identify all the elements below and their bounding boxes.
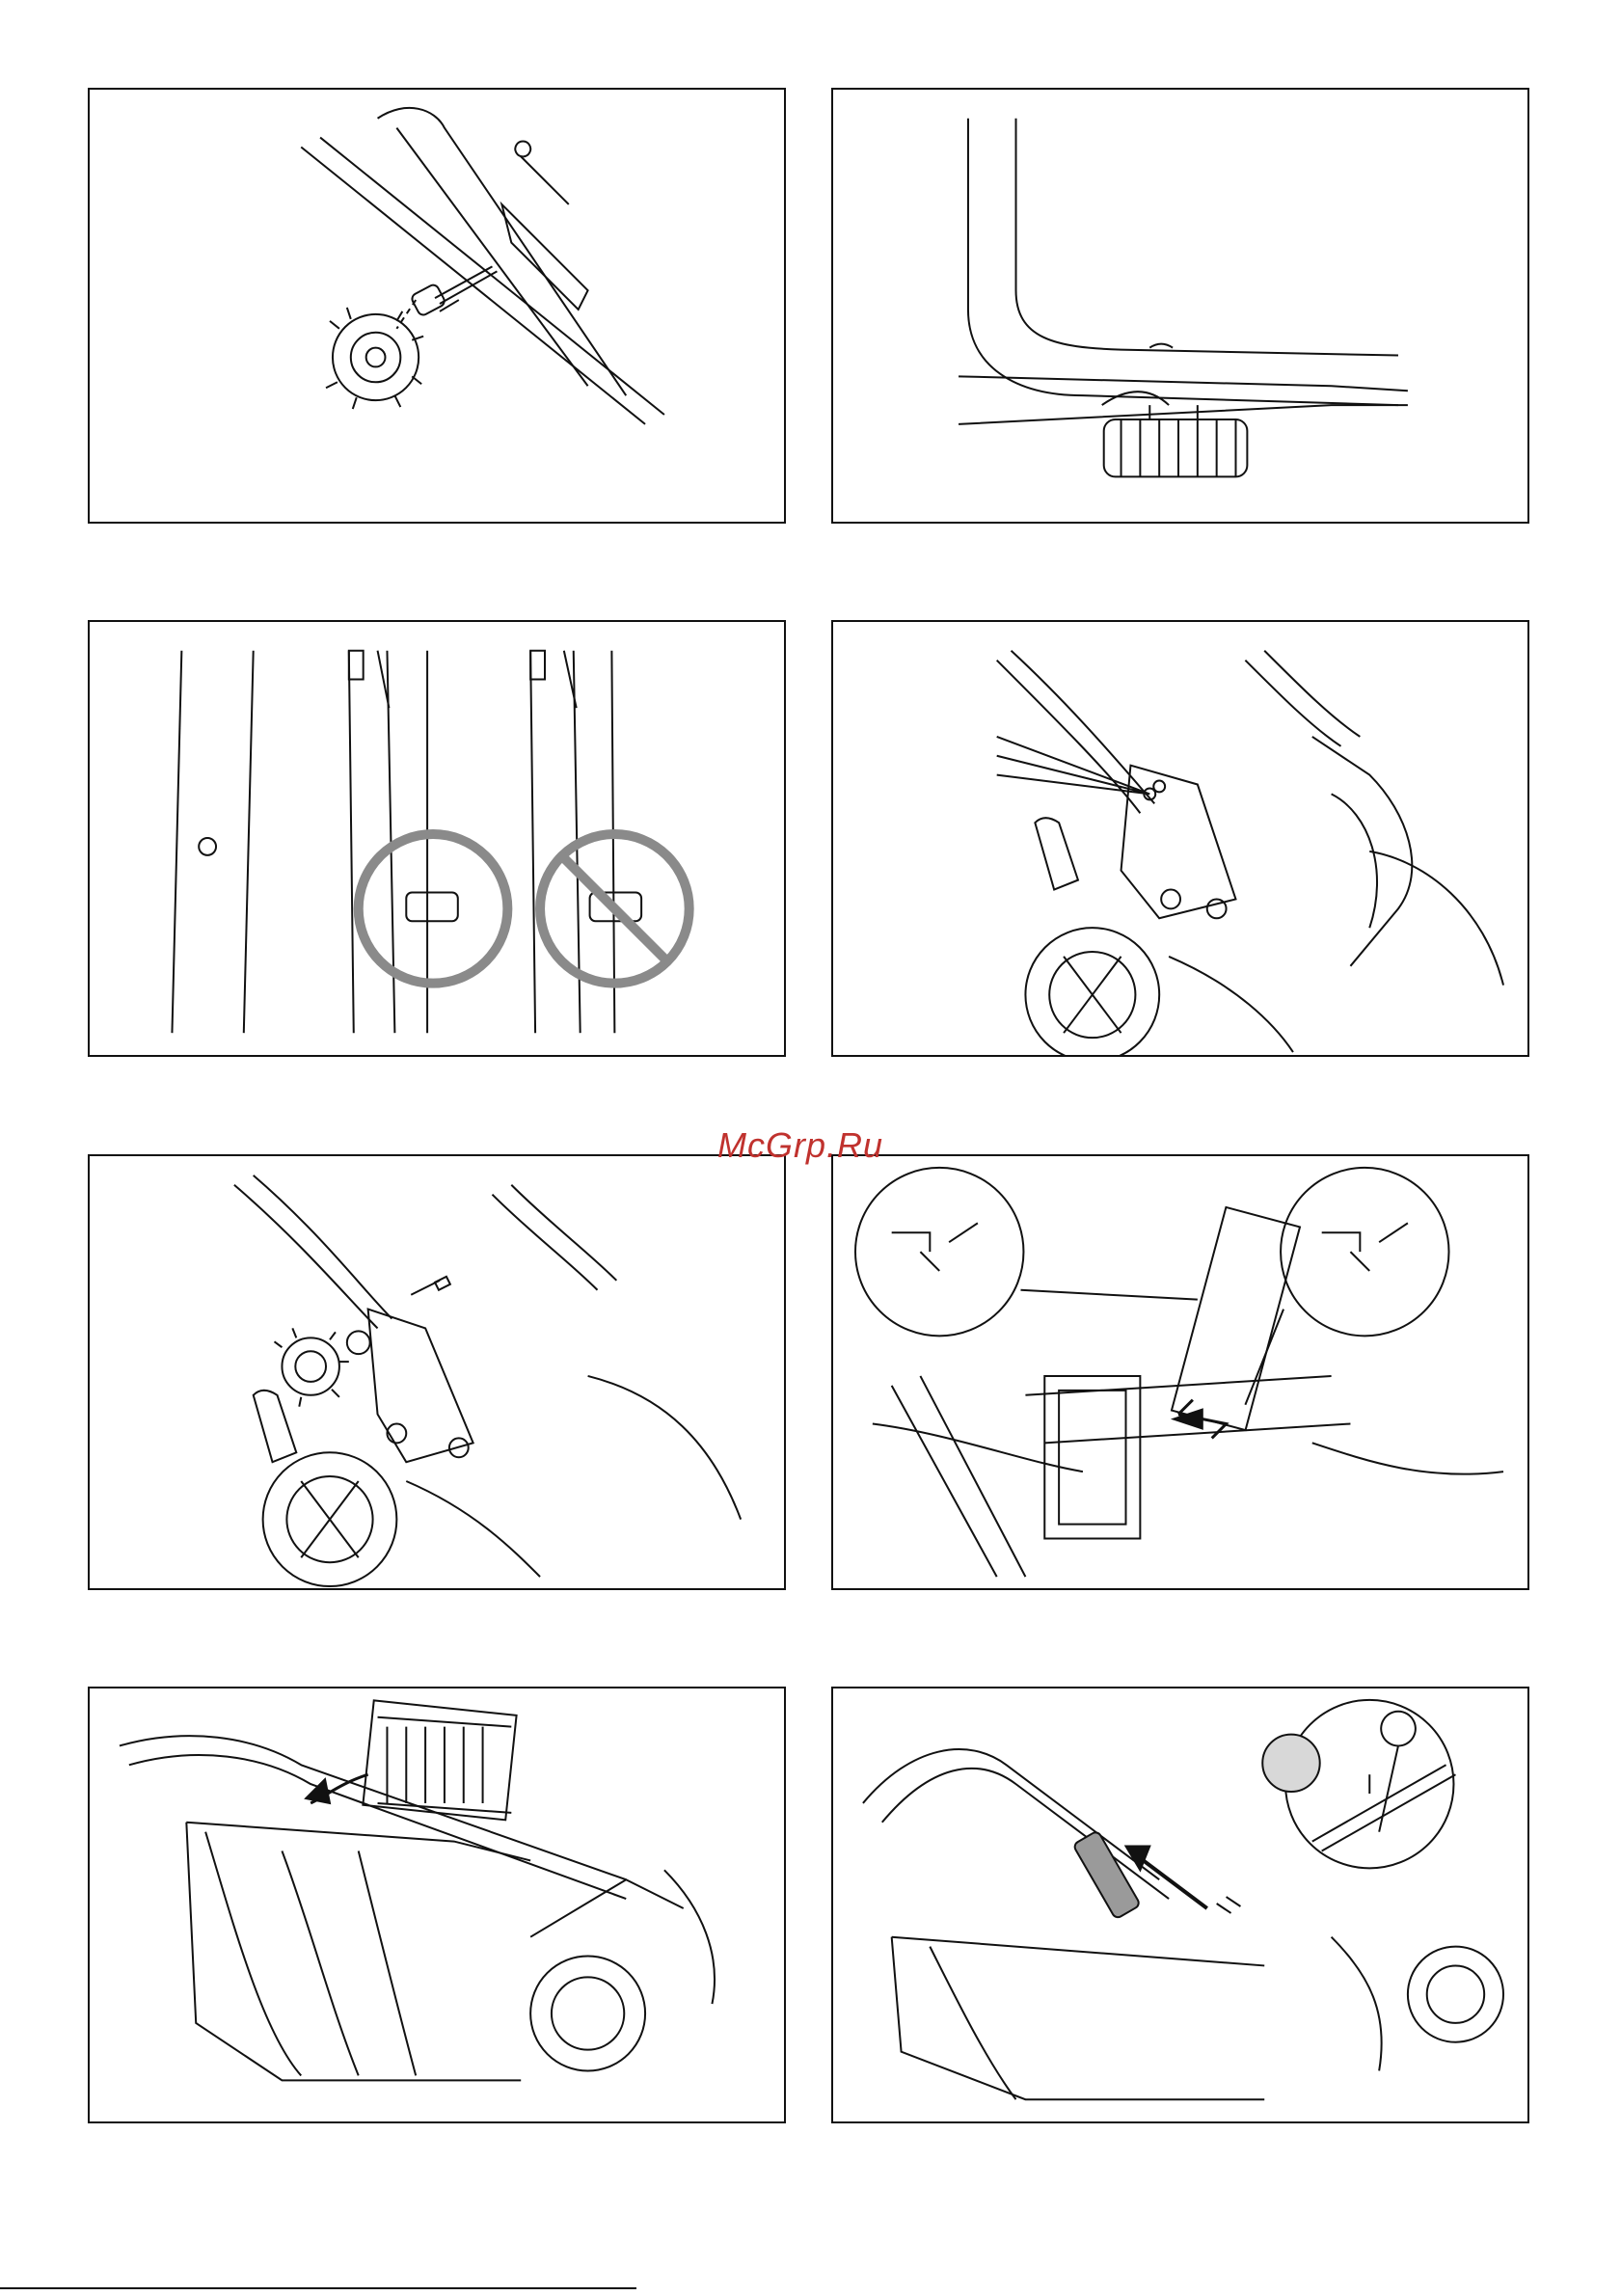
figure-4-panel	[831, 620, 1529, 1057]
handle-bolt-knob-assembly-icon	[90, 90, 784, 522]
handle-bracket-bolt-knob-icon	[90, 1156, 784, 1588]
figure-5-panel	[88, 1154, 786, 1590]
cable-clip-correct-incorrect-icon	[90, 622, 784, 1055]
rear-flap-latch-icon	[833, 1688, 1527, 2121]
watermark: McGrp.Ru	[717, 1125, 883, 1166]
figure-7-panel	[88, 1687, 786, 2123]
figure-2-panel	[831, 88, 1529, 524]
figure-8-panel	[831, 1687, 1529, 2123]
figure-1-panel	[88, 88, 786, 524]
handle-bracket-position-icon	[833, 622, 1527, 1055]
grass-bag-frame-hook-icon	[833, 1156, 1527, 1588]
handle-knob-tightened-icon	[833, 90, 1527, 522]
grass-bag-attach-icon	[90, 1688, 784, 2121]
figure-3-panel	[88, 620, 786, 1057]
footer-rule	[0, 2287, 636, 2289]
figure-6-panel	[831, 1154, 1529, 1590]
